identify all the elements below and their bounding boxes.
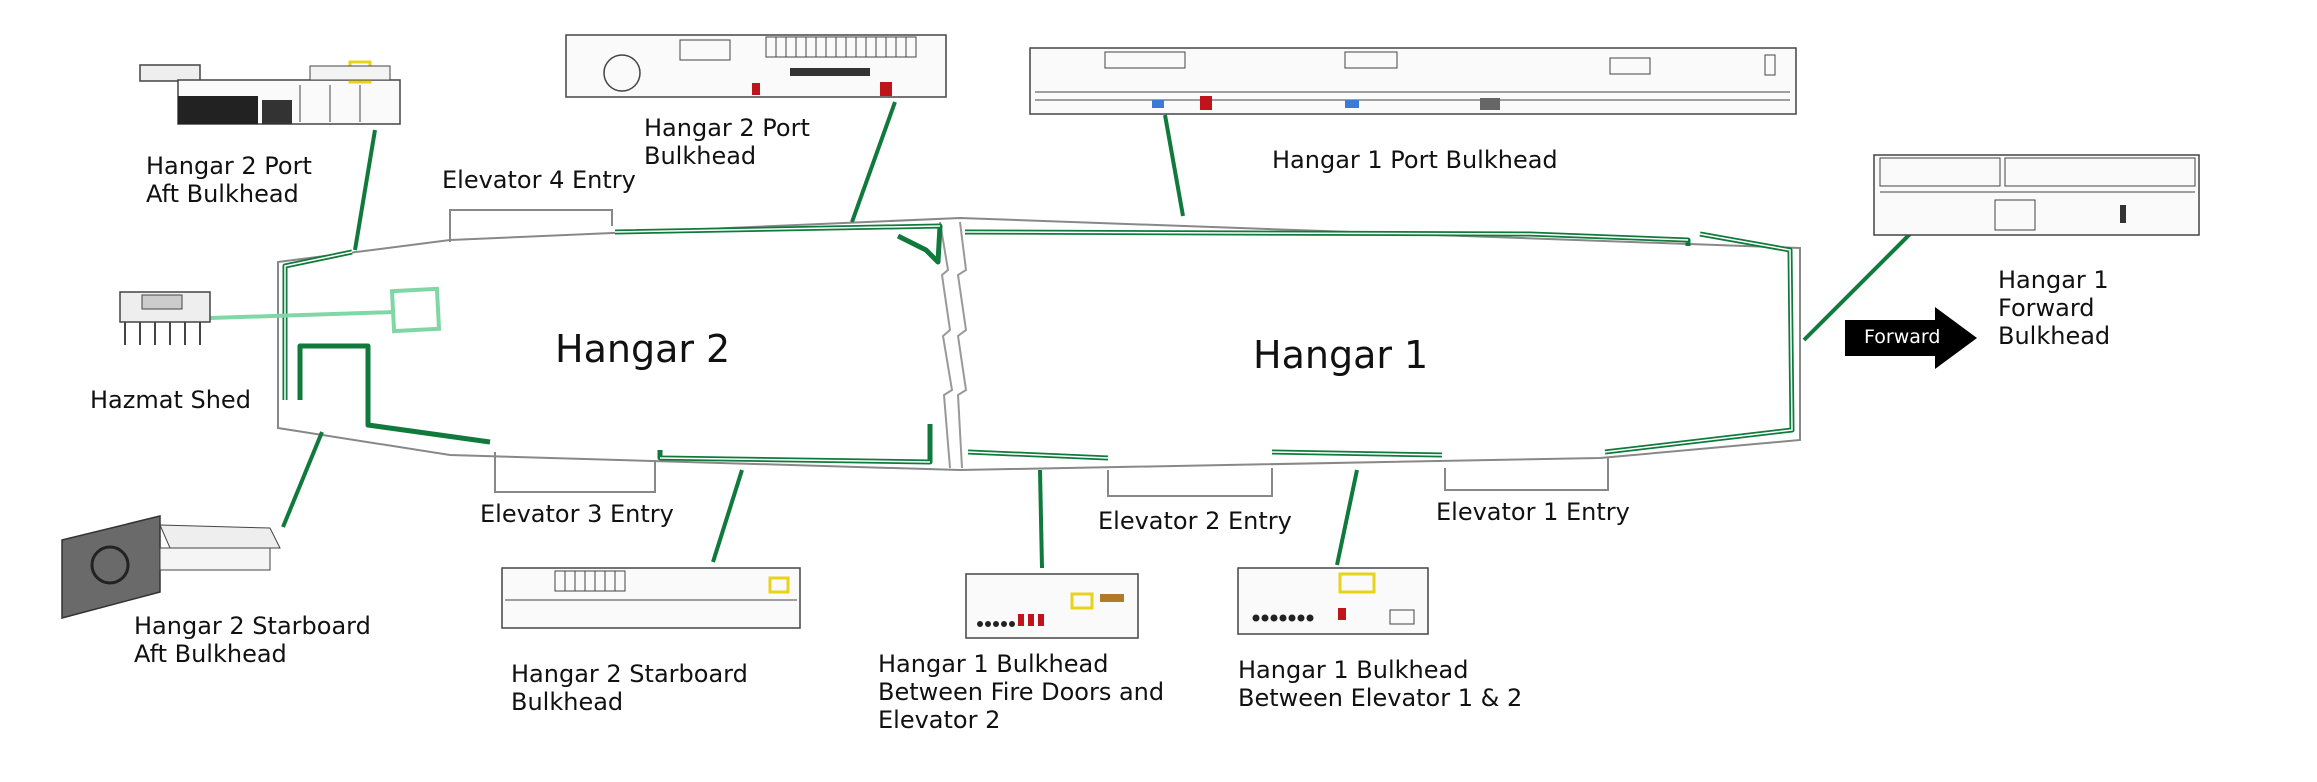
- elevator-2-outline: [1107, 468, 1273, 497]
- bulkhead-inner-lines: [284, 225, 1793, 463]
- thumb-h1-elev-1-2: [1237, 567, 1429, 635]
- label-h2-starboard-aft-bulkhead: Hangar 2 Starboard Aft Bulkhead: [134, 612, 371, 668]
- forward-arrow: [1845, 307, 1977, 369]
- label-h1-bulkhead-elev-1-2: Hangar 1 Bulkhead Between Elevator 1 & 2: [1238, 656, 1523, 712]
- elevator-3-outline: [494, 452, 656, 493]
- h1-port-bulkhead: [964, 229, 1691, 246]
- hangar-2-label: Hangar 2: [555, 327, 731, 371]
- label-elevator-1-entry: Elevator 1 Entry: [1436, 498, 1630, 526]
- label-elevator-3-entry: Elevator 3 Entry: [480, 500, 674, 528]
- leader-lines: [281, 101, 1912, 569]
- hangar-deck-outline: [277, 216, 1801, 472]
- fire-doors-divider: [939, 221, 954, 469]
- h1-forward-bulkhead: [1604, 231, 1795, 455]
- leader-h1-fire-doors: [1038, 469, 1044, 569]
- leader-h2-port-aft: [353, 129, 377, 251]
- hangar-1-label: Hangar 1: [1253, 333, 1429, 377]
- thumb-h2-port-aft: [139, 60, 401, 125]
- label-hazmat-shed: Hazmat Shed: [90, 386, 251, 414]
- thumb-h2-starboard: [501, 567, 801, 629]
- leader-h2-port: [850, 101, 897, 223]
- fire-doors-divider-2: [956, 221, 968, 469]
- hazmat-leader-line: [209, 310, 396, 320]
- h2-starboard-bulkhead: [657, 424, 933, 465]
- hazmat-shed-marker: [389, 286, 442, 334]
- bulkhead-segments: [282, 223, 1795, 465]
- elevator-4-outline: [449, 209, 613, 242]
- label-elevator-2-entry: Elevator 2 Entry: [1098, 507, 1292, 535]
- leader-h1-forward: [1802, 232, 1912, 342]
- h2-port-aft-bulkhead: [282, 249, 353, 400]
- label-h2-port-bulkhead: Hangar 2 Port Bulkhead: [644, 114, 810, 170]
- label-h1-forward-bulkhead: Hangar 1 Forward Bulkhead: [1998, 266, 2111, 350]
- thumb-h1-fire-doors: [965, 573, 1139, 639]
- elevator-1-outline: [1444, 458, 1609, 491]
- forward-arrow-label: Forward: [1864, 326, 1941, 348]
- thumb-hazmat: [119, 291, 211, 345]
- leader-h2-starboard: [711, 469, 744, 563]
- thumb-h1-forward: [1873, 154, 2200, 236]
- thumb-h1-port: [1029, 47, 1797, 115]
- leader-h2-starboard-aft: [281, 431, 324, 528]
- h2-starboard-aft-bulkhead: [297, 343, 491, 445]
- leader-h1-port: [1163, 114, 1185, 217]
- thumb-h2-port: [565, 34, 947, 98]
- label-elevator-4-entry: Elevator 4 Entry: [442, 166, 636, 194]
- label-h2-port-aft-bulkhead: Hangar 2 Port Aft Bulkhead: [146, 152, 312, 208]
- leader-h1-elev-1-2: [1335, 469, 1359, 566]
- label-h2-starboard-bulkhead: Hangar 2 Starboard Bulkhead: [511, 660, 748, 716]
- label-h1-bulkhead-fire-doors: Hangar 1 Bulkhead Between Fire Doors and…: [878, 650, 1165, 734]
- label-h1-port-bulkhead: Hangar 1 Port Bulkhead: [1272, 146, 1558, 174]
- thumb-h2-starboard-aft: [61, 515, 281, 619]
